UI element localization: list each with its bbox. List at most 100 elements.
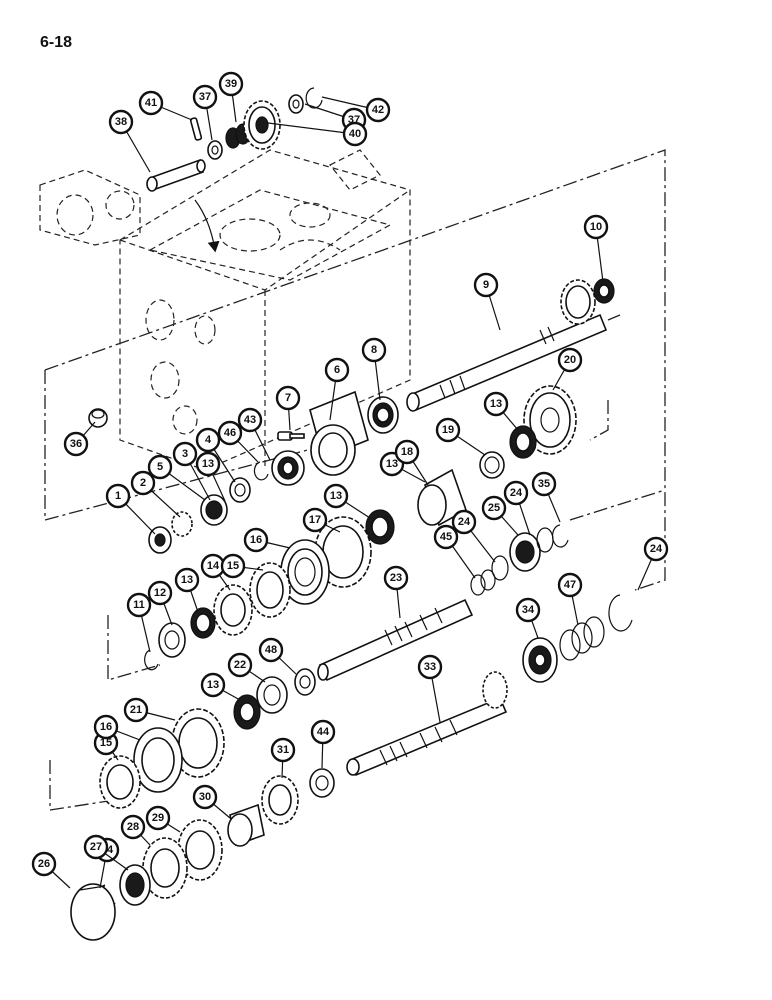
callout-6: 6: [324, 357, 350, 421]
callout-11: 11: [126, 592, 152, 653]
callout-circle: [503, 480, 529, 506]
callout-circle: [451, 509, 477, 535]
callout-24: 24: [637, 536, 669, 591]
needle-bearing-lower: [190, 607, 216, 639]
callout-circle: [417, 654, 443, 680]
gear-28: [142, 837, 188, 899]
callout-20: 20: [552, 347, 583, 391]
callout-10: 10: [583, 214, 609, 283]
spacer-44: [309, 768, 335, 798]
callout-42: 42: [321, 96, 391, 123]
callout-circle: [123, 697, 149, 723]
callout-circle: [192, 84, 218, 110]
callout-number: 27: [90, 841, 102, 853]
callout-number: 13: [386, 458, 398, 470]
callout-number: 16: [250, 534, 262, 546]
callout-circle: [192, 784, 218, 810]
callout-24: 24: [503, 480, 531, 536]
callout-number: 35: [538, 478, 550, 490]
callout-21: 21: [123, 697, 176, 723]
callout-number: 7: [285, 392, 291, 404]
callout-number: 16: [100, 721, 112, 733]
snap-ring-24a: [491, 555, 509, 581]
roll-pin: [189, 117, 203, 141]
callout-circle: [138, 90, 164, 116]
callout-number: 1: [115, 490, 121, 502]
callout-40: 40: [267, 121, 368, 147]
snap-ring-35: [551, 524, 569, 548]
callout-number: 14: [207, 560, 220, 572]
callout-34: 34: [515, 597, 541, 639]
callout-33: 33: [417, 654, 443, 723]
callout-2: 2: [130, 470, 181, 518]
callout-circle: [481, 495, 507, 521]
callout-circle: [243, 527, 269, 553]
callout-circle: [120, 814, 146, 840]
callout-circle: [342, 121, 368, 147]
callout-number: 48: [265, 644, 277, 656]
callout-circle: [323, 483, 349, 509]
bearing-25: [509, 532, 541, 572]
callout-circle: [258, 637, 284, 663]
callout-circle: [172, 441, 198, 467]
callout-23: 23: [383, 565, 409, 619]
bearing-43: [271, 450, 305, 486]
callout-circle: [237, 407, 263, 433]
callout-circle: [302, 507, 328, 533]
gear-15: [249, 562, 291, 618]
bearing-3: [200, 494, 228, 526]
snap-rings-45: [470, 569, 496, 596]
callout-37: 37: [192, 84, 218, 141]
callout-number: 4: [205, 434, 212, 446]
thrust-washer: [207, 140, 223, 160]
callout-number: 40: [349, 128, 361, 140]
callout-circle: [275, 385, 301, 411]
sleeve-18: [417, 468, 467, 527]
callout-circle: [220, 553, 246, 579]
gear-20: [523, 385, 577, 455]
callout-31: 31: [270, 737, 296, 779]
callout-number: 11: [133, 599, 145, 611]
callout-number: 45: [440, 531, 452, 543]
washer-4: [229, 477, 251, 503]
callout-number: 19: [442, 424, 454, 436]
callout-number: 42: [372, 104, 384, 116]
callout-number: 13: [202, 458, 214, 470]
callout-28: 28: [120, 814, 151, 846]
callout-circle: [435, 417, 461, 443]
callout-45: 45: [433, 524, 476, 579]
needle-bearing-upper: [509, 425, 537, 459]
callout-44: 44: [310, 719, 336, 769]
callout-38: 38: [108, 109, 151, 173]
callout-number: 31: [277, 744, 289, 756]
callout-circle: [63, 431, 89, 457]
callout-circle: [643, 536, 669, 562]
pilot-bearing: [593, 278, 615, 304]
callout-number: 23: [390, 572, 402, 584]
callout-circle: [174, 567, 200, 593]
callout-number: 15: [227, 560, 239, 572]
callout-number: 13: [490, 398, 502, 410]
callout-circle: [515, 597, 541, 623]
callout-number: 38: [115, 116, 127, 128]
callout-number: 3: [182, 448, 188, 460]
callout-number: 43: [244, 414, 256, 426]
callout-47: 47: [557, 572, 583, 626]
callout-circle: [145, 805, 171, 831]
callout-circle: [394, 439, 420, 465]
callout-22: 22: [227, 652, 266, 683]
input-shaft: [406, 313, 608, 412]
callout-7: 7: [275, 385, 301, 431]
callout-number: 24: [458, 516, 471, 528]
callout-5: 5: [147, 454, 206, 501]
countershaft-gear: [482, 671, 508, 709]
callout-circle: [147, 580, 173, 606]
callout-46: 46: [217, 420, 259, 463]
assembly-arrow: [194, 199, 220, 253]
callout-13: 13: [200, 672, 241, 701]
rings-47: [559, 616, 605, 661]
callout-circle: [433, 524, 459, 550]
callout-number: 2: [140, 477, 146, 489]
washer-48: [294, 668, 316, 696]
callout-leader: [267, 122, 356, 135]
